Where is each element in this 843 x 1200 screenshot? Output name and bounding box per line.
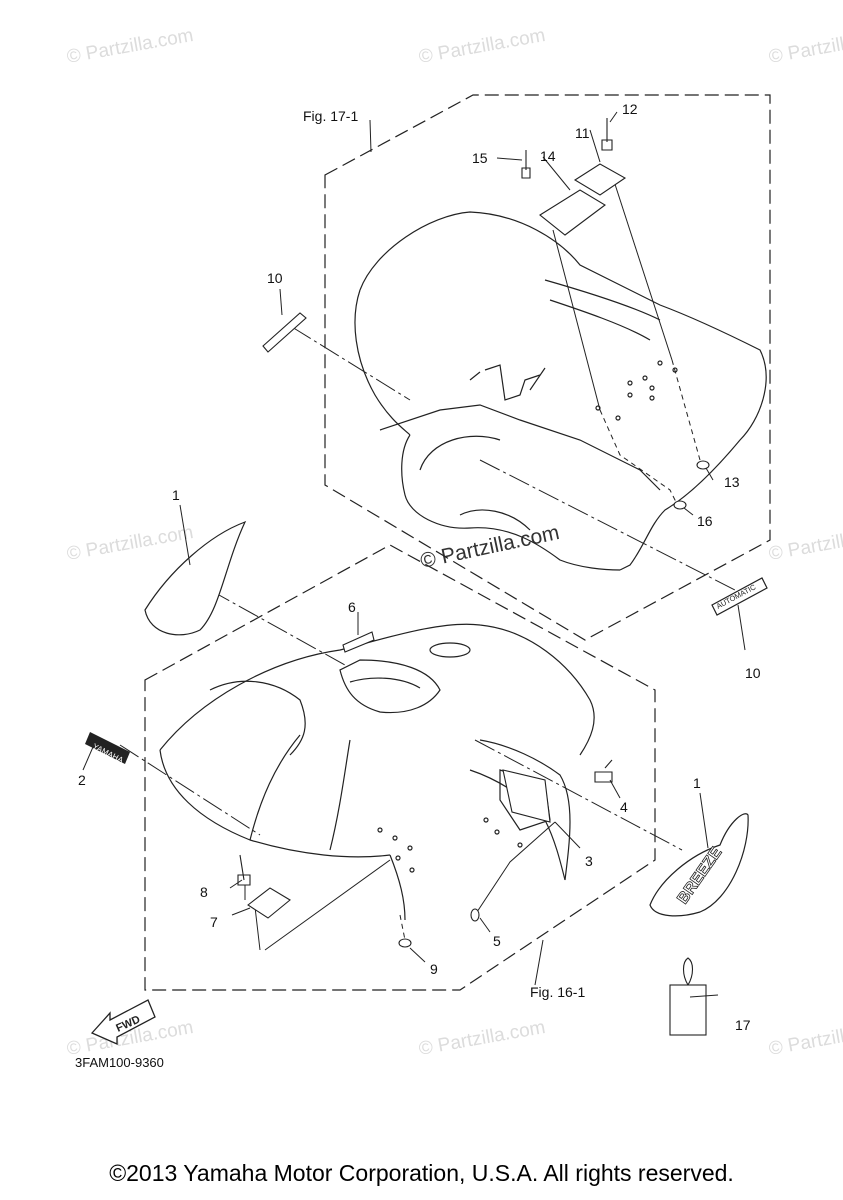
- callout-number: 5: [493, 933, 501, 949]
- plate-7: [247, 887, 291, 919]
- automatic-decal: AUTOMATIC: [711, 577, 768, 616]
- grommet-4: [594, 759, 613, 783]
- callout-number: 17: [735, 1017, 751, 1033]
- callout-number: 3: [585, 853, 593, 869]
- grommet-12: [601, 118, 613, 151]
- callout-number: 9: [430, 961, 438, 977]
- side-panel-right: [649, 813, 749, 917]
- watermark: © Partzilla.com: [417, 1017, 547, 1060]
- callout-number: 2: [78, 772, 86, 788]
- callout-number: 11: [575, 125, 590, 141]
- decal-strip-10: [262, 312, 307, 353]
- callout-number: 14: [540, 148, 556, 164]
- fig-17-label: Fig. 17-1: [303, 108, 358, 124]
- watermarks: © Partzilla.com © Partzilla.com © Partzi…: [65, 25, 843, 1060]
- callout-number: 4: [620, 799, 628, 815]
- rear-fender-boundary: [324, 94, 771, 641]
- callout-number: 10: [267, 270, 283, 286]
- callout-number: 8: [200, 884, 208, 900]
- nut-16: [673, 500, 687, 510]
- side-panel-left: [144, 520, 247, 636]
- plate-3: [502, 769, 551, 823]
- callout-number: 12: [622, 101, 638, 117]
- callout-leaders: [82, 111, 746, 998]
- front-fender: [159, 623, 595, 921]
- watermark: © Partzilla.com: [65, 25, 195, 68]
- watermark: © Partzilla.com: [767, 522, 843, 565]
- grommet-15: [521, 150, 531, 179]
- watermark: © Partzilla.com: [417, 25, 547, 68]
- part-code: 3FAM100-9360: [75, 1055, 164, 1070]
- watermark: © Partzilla.com: [65, 522, 195, 565]
- callout-number: 7: [210, 914, 218, 930]
- copyright-footer: ©2013 Yamaha Motor Corporation, U.S.A. A…: [109, 1160, 734, 1186]
- watermark: © Partzilla.com: [767, 1017, 843, 1060]
- callout-number: 10: [745, 665, 761, 681]
- grommet-8: [237, 854, 251, 886]
- callout-number: 1: [693, 775, 701, 791]
- callouts: 1 1 2 3 4 5 6 7 8 9 10 10 11 12 13 14 15…: [78, 101, 761, 1033]
- front-fender-boundary: [144, 544, 656, 991]
- plate-11: [573, 163, 627, 196]
- callout-number: 1: [172, 487, 180, 503]
- tag-17: [669, 984, 707, 1036]
- callout-number: 6: [348, 599, 356, 615]
- plate-14: [539, 189, 606, 236]
- callout-number: 15: [472, 150, 488, 166]
- fig-16-label: Fig. 16-1: [530, 984, 585, 1000]
- nut-9: [398, 938, 412, 948]
- nut-5: [470, 908, 480, 922]
- callout-number: 13: [724, 474, 740, 490]
- leader-lines: [119, 174, 736, 951]
- nut-13: [696, 460, 710, 470]
- decal-strip-6: [342, 631, 375, 653]
- callout-number: 16: [697, 513, 713, 529]
- watermark: © Partzilla.com: [767, 25, 843, 68]
- rear-fender: [354, 211, 767, 571]
- yamaha-decal: YAMAHA: [85, 732, 130, 765]
- small-parts: [237, 118, 710, 1036]
